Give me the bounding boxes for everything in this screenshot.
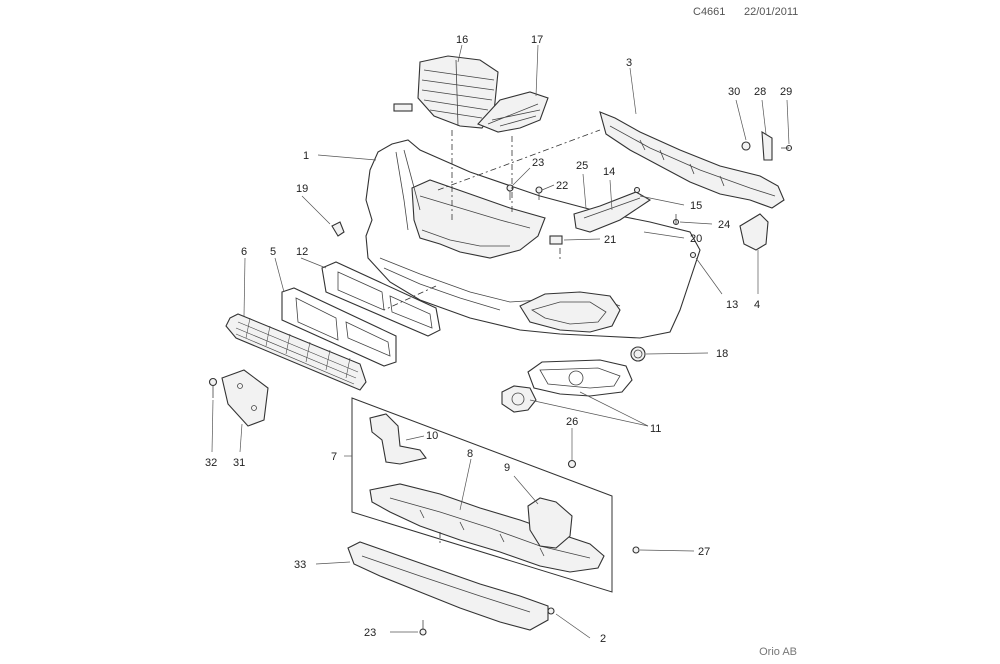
part-5-air-guide [281, 287, 397, 367]
part-33-deflector [347, 541, 549, 631]
callout-1: 1 [303, 150, 309, 162]
callout-22: 22 [556, 180, 568, 192]
part-3-reinforcement [599, 111, 785, 209]
part-10-bracket [369, 413, 427, 465]
callout-23-lower: 23 [364, 627, 376, 639]
footer-brand: Orio AB [759, 646, 797, 658]
diagram-date: 22/01/2011 [744, 6, 799, 18]
callout-23-upper: 23 [532, 157, 544, 169]
callout-31: 31 [233, 457, 245, 469]
leader-lines [211, 44, 790, 639]
callout-8: 8 [467, 448, 473, 460]
callout-13: 13 [726, 299, 738, 311]
callout-11: 11 [650, 423, 661, 435]
callout-9: 9 [504, 462, 510, 474]
callout-3: 3 [626, 57, 632, 69]
callout-labels: 1 2 3 4 5 6 7 8 9 10 11 12 13 14 15 16 1… [205, 34, 792, 645]
part-6-lower-grille [225, 313, 367, 391]
callout-29: 29 [780, 86, 792, 98]
part-8-lower-spoiler [369, 483, 605, 573]
assembly-lines [383, 129, 601, 546]
callout-28: 28 [754, 86, 766, 98]
callout-2: 2 [600, 633, 606, 645]
part-1-bumper-cover [365, 139, 701, 339]
part-12-air-guide [321, 261, 441, 337]
part-fasteners [331, 130, 793, 636]
callout-26: 26 [566, 416, 578, 428]
part-17-insert [477, 91, 549, 133]
callout-10: 10 [426, 430, 438, 442]
part-4-side-bracket [739, 213, 769, 251]
callout-33: 33 [294, 559, 306, 571]
callout-18: 18 [716, 348, 728, 360]
callout-27: 27 [698, 546, 710, 558]
callout-14: 14 [603, 166, 615, 178]
callout-16: 16 [456, 34, 468, 46]
callout-24: 24 [718, 219, 730, 231]
callout-4: 4 [754, 299, 760, 311]
callout-12: 12 [296, 246, 308, 258]
part-7-assembly-box [351, 397, 613, 593]
callout-25: 25 [576, 160, 588, 172]
part-16-grille [393, 55, 499, 129]
callout-21: 21 [604, 234, 616, 246]
callout-19: 19 [296, 183, 308, 195]
callout-17: 17 [531, 34, 543, 46]
part-9-bracket [527, 497, 573, 549]
part-11-fog-lamp-frame [501, 359, 633, 413]
part-31-bracket [221, 369, 269, 427]
callout-6: 6 [241, 246, 247, 258]
part-18-fog-lamp [630, 346, 646, 362]
callout-32: 32 [205, 457, 217, 469]
callout-30: 30 [728, 86, 740, 98]
callout-5: 5 [270, 246, 276, 258]
callout-7: 7 [331, 451, 337, 463]
callout-15: 15 [690, 200, 702, 212]
part-32-screw [208, 377, 218, 398]
diagram-code: C4661 [693, 6, 726, 18]
callout-20: 20 [690, 233, 702, 245]
